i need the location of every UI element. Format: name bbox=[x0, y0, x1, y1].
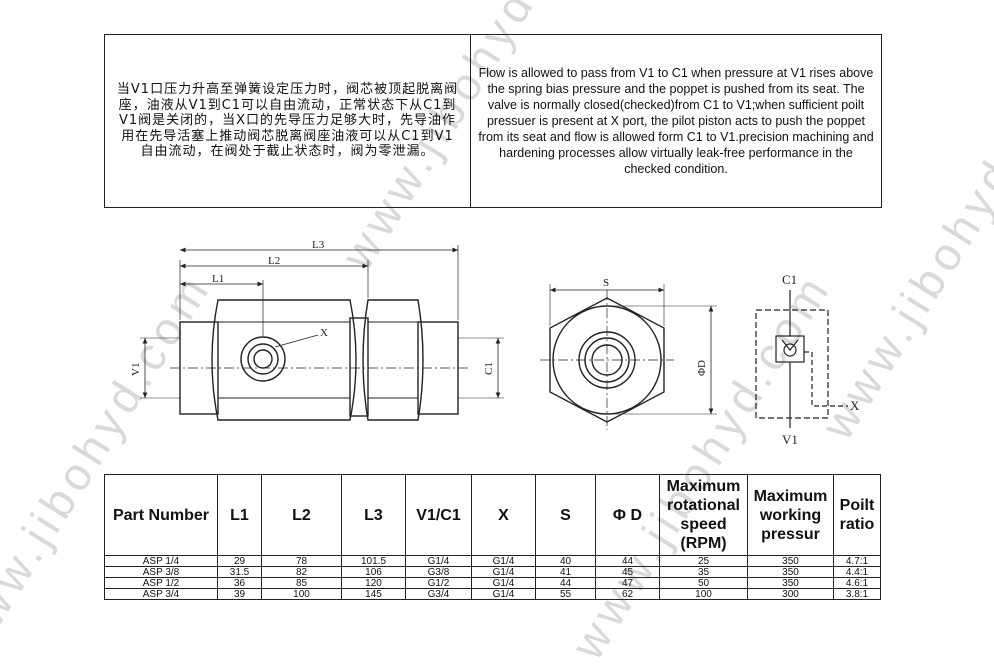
table-cell: 47 bbox=[595, 577, 660, 589]
end-view bbox=[540, 284, 717, 430]
symbol-x-label: X bbox=[850, 398, 860, 413]
table-cell: 25 bbox=[659, 555, 748, 567]
table-cell: 82 bbox=[261, 566, 342, 578]
table-cell: 300 bbox=[747, 588, 834, 600]
technical-drawing: L3 L2 L1 X V1 C1 S ΦD C1 V1 X bbox=[0, 210, 994, 460]
table-cell: ASP 3/4 bbox=[104, 588, 218, 600]
table-cell: 106 bbox=[341, 566, 406, 578]
table-cell: G1/4 bbox=[471, 588, 536, 600]
table-cell: G1/4 bbox=[471, 555, 536, 567]
table-row: ASP 3/4 39 100 145 G3/4 G1/4 55 62 100 3… bbox=[104, 588, 881, 600]
table-cell: 100 bbox=[659, 588, 748, 600]
header-v1c1: V1/C1 bbox=[405, 474, 472, 556]
side-view bbox=[140, 245, 504, 421]
dim-l1-label: L1 bbox=[212, 273, 224, 285]
header-max-speed: Maximum rotational speed (RPM) bbox=[659, 474, 748, 556]
hydraulic-symbol bbox=[755, 290, 848, 428]
header-od: Φ D bbox=[595, 474, 660, 556]
dim-l3-label: L3 bbox=[312, 239, 325, 251]
table-cell: G1/2 bbox=[405, 577, 472, 589]
description-box: 当V1口压力升高至弹簧设定压力时，阀芯被顶起脱离阀座，油液从V1到C1可以自由流… bbox=[104, 34, 882, 208]
dim-l2-label: L2 bbox=[268, 255, 280, 267]
dim-od-label: ΦD bbox=[696, 360, 708, 376]
table-cell: 31.5 bbox=[217, 566, 262, 578]
table-cell: 55 bbox=[535, 588, 596, 600]
table-cell: 35 bbox=[659, 566, 748, 578]
header-l2: L2 bbox=[261, 474, 342, 556]
header-pilot-ratio: Poilt ratio bbox=[833, 474, 881, 556]
table-cell: G1/4 bbox=[471, 577, 536, 589]
table-cell: 350 bbox=[747, 566, 834, 578]
table-cell: 29 bbox=[217, 555, 262, 567]
table-cell: 145 bbox=[341, 588, 406, 600]
table-row: ASP 1/4 29 78 101.5 G1/4 G1/4 40 44 25 3… bbox=[104, 555, 881, 567]
table-cell: 36 bbox=[217, 577, 262, 589]
table-cell: 44 bbox=[595, 555, 660, 567]
table-row: ASP 1/2 36 85 120 G1/2 G1/4 44 47 50 350… bbox=[104, 577, 881, 589]
symbol-v1-label: V1 bbox=[782, 432, 798, 447]
table-cell: ASP 1/4 bbox=[104, 555, 218, 567]
port-c1-label: C1 bbox=[483, 362, 495, 375]
table-cell: 50 bbox=[659, 577, 748, 589]
symbol-c1-label: C1 bbox=[782, 272, 797, 287]
table-cell: 4.6:1 bbox=[833, 577, 881, 589]
table-cell: 44 bbox=[535, 577, 596, 589]
port-v1-label: V1 bbox=[130, 363, 142, 376]
table-cell: 85 bbox=[261, 577, 342, 589]
spec-table: Part Number L1 L2 L3 V1/C1 X S Φ D Maxim… bbox=[104, 474, 881, 600]
table-cell: 45 bbox=[595, 566, 660, 578]
table-cell: 100 bbox=[261, 588, 342, 600]
description-chinese: 当V1口压力升高至弹簧设定压力时，阀芯被顶起脱离阀座，油液从V1到C1可以自由流… bbox=[105, 35, 471, 207]
table-cell: 101.5 bbox=[341, 555, 406, 567]
table-cell: G3/4 bbox=[405, 588, 472, 600]
header-part-number: Part Number bbox=[104, 474, 218, 556]
table-cell: G1/4 bbox=[471, 566, 536, 578]
table-cell: ASP 1/2 bbox=[104, 577, 218, 589]
header-x: X bbox=[471, 474, 536, 556]
header-s: S bbox=[535, 474, 596, 556]
table-cell: 62 bbox=[595, 588, 660, 600]
table-cell: 78 bbox=[261, 555, 342, 567]
table-cell: 40 bbox=[535, 555, 596, 567]
table-cell: 350 bbox=[747, 577, 834, 589]
table-cell: ASP 3/8 bbox=[104, 566, 218, 578]
table-row: ASP 3/8 31.5 82 106 G3/8 G1/4 41 45 35 3… bbox=[104, 566, 881, 578]
port-x-label: X bbox=[320, 327, 328, 339]
table-cell: 120 bbox=[341, 577, 406, 589]
table-cell: 4.7:1 bbox=[833, 555, 881, 567]
header-max-pressure: Maximum working pressur bbox=[747, 474, 834, 556]
table-header-row: Part Number L1 L2 L3 V1/C1 X S Φ D Maxim… bbox=[104, 474, 881, 556]
table-cell: 39 bbox=[217, 588, 262, 600]
table-cell: 4.4:1 bbox=[833, 566, 881, 578]
table-cell: 350 bbox=[747, 555, 834, 567]
dim-s-label: S bbox=[603, 277, 609, 289]
description-english: Flow is allowed to pass from V1 to C1 wh… bbox=[478, 66, 874, 176]
table-cell: G3/8 bbox=[405, 566, 472, 578]
table-cell: 41 bbox=[535, 566, 596, 578]
table-cell: 3.8:1 bbox=[833, 588, 881, 600]
header-l3: L3 bbox=[341, 474, 406, 556]
table-cell: G1/4 bbox=[405, 555, 472, 567]
header-l1: L1 bbox=[217, 474, 262, 556]
